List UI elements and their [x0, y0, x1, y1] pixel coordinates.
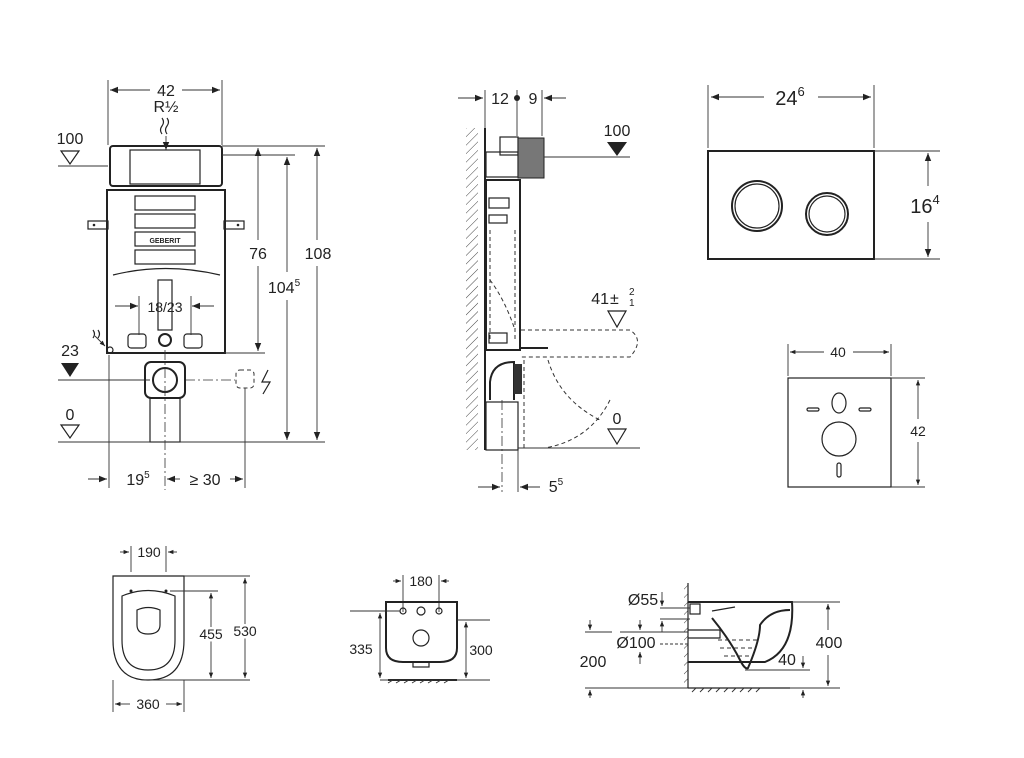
height-335-label: 335 [349, 641, 373, 657]
offset-19-label: 195 [126, 470, 150, 489]
pad-width-label: 40 [830, 344, 846, 360]
plate-width-label: 246 [775, 84, 804, 110]
water-depth-label: 40 [778, 652, 796, 669]
depth-12-label: 12 [491, 91, 509, 108]
height-76-label: 76 [249, 246, 267, 263]
level-marker-open-icon [606, 310, 628, 329]
level-marker-open-icon [59, 150, 81, 166]
level-0-label: 0 [613, 411, 622, 428]
water-supply-icon [159, 117, 170, 135]
flush-plate [707, 150, 875, 260]
outlet-height-label: 200 [580, 654, 607, 671]
height-108-label: 108 [305, 246, 332, 263]
frame-front-view: 42 R½ 100 GEBERIT 18/23 [57, 80, 332, 490]
thread-label: R½ [154, 99, 179, 116]
rear-hole-spacing-label: 180 [409, 573, 433, 589]
sound-pad-view: 40 42 [787, 344, 926, 488]
seat-tol-plus: 2 [629, 287, 635, 298]
plate-height-label: 164 [910, 192, 939, 218]
level-marker-filled-icon [607, 142, 627, 156]
level-100-label: 100 [604, 123, 631, 140]
bowl-rear-view: 180 335 300 [349, 573, 493, 684]
level-100-label: 100 [57, 131, 84, 148]
bowl-height-label: 400 [816, 635, 843, 652]
flush-plate-view: 246 164 [707, 84, 940, 260]
full-flush-button [731, 180, 783, 232]
depth-530-label: 530 [233, 623, 257, 639]
drain-spacing-label: 18/23 [147, 299, 182, 315]
height-104-label: 1045 [268, 278, 301, 297]
depth-455-label: 455 [199, 626, 223, 642]
width-label: 42 [157, 83, 175, 100]
seat-tol-minus: 1 [629, 298, 635, 309]
offset-5-label: 55 [549, 477, 564, 496]
frame-side-view: 12 9 55 100 41± 2 1 0 [458, 90, 640, 496]
brand-logo: GEBERIT [149, 238, 181, 245]
half-flush-button [805, 192, 849, 236]
bowl-top-view: 190 455 530 360 [112, 544, 259, 712]
top-hole-spacing-label: 190 [137, 544, 161, 560]
socket-distance-label: ≥ 30 [189, 472, 220, 489]
inlet-diameter-label: Ø55 [628, 592, 658, 609]
pad-height-label: 42 [910, 423, 926, 439]
top-width-label: 360 [136, 696, 160, 712]
level-marker-filled-icon [61, 363, 79, 377]
level-0-label: 0 [66, 407, 75, 424]
height-300-label: 300 [469, 642, 493, 658]
outlet-diameter-label: Ø100 [616, 635, 655, 652]
depth-9-label: 9 [529, 91, 538, 108]
seat-height-label: 41± [591, 291, 619, 308]
electric-socket-icon [261, 369, 272, 395]
bowl-side-view: Ø55 Ø100 200 400 40 [580, 583, 843, 698]
level-23-label: 23 [61, 343, 79, 360]
